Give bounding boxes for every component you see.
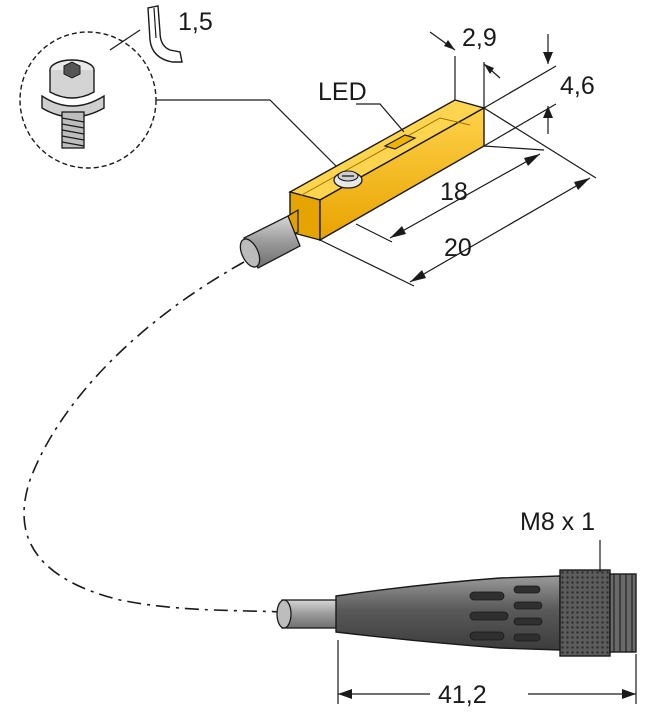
screw-detail: 1,5 (19, 5, 213, 169)
height-label: 4,6 (560, 72, 595, 100)
dim-height: 4,6 (483, 34, 595, 147)
dim-outer-length: 20 (319, 107, 597, 287)
inner-length-label: 18 (440, 178, 468, 206)
knurled-nut (559, 569, 611, 657)
screw-detail-circle (19, 31, 157, 169)
screw-size-label: 1,5 (178, 8, 213, 36)
cable-dashed-line (23, 261, 283, 613)
led-label: LED (318, 78, 367, 106)
sensor-cable (239, 215, 301, 269)
width-label: 2,9 (462, 24, 497, 52)
led-window (383, 134, 417, 150)
mounting-screw-icon (333, 170, 363, 189)
connector-length-label: 41,2 (438, 681, 487, 709)
sensor-body (287, 99, 486, 242)
m8-connector (276, 569, 637, 657)
dim-inner-length: 18 (355, 145, 545, 243)
screw-icon (41, 59, 105, 149)
thread-label: M8 x 1 (520, 508, 595, 536)
led-leader-line (356, 103, 405, 133)
detail-leader-line (156, 99, 339, 169)
hex-key-icon (147, 5, 183, 63)
dim-connector-length: 41,2 (337, 640, 637, 709)
dim-width: 2,9 (429, 24, 501, 108)
outer-length-label: 20 (444, 234, 472, 262)
